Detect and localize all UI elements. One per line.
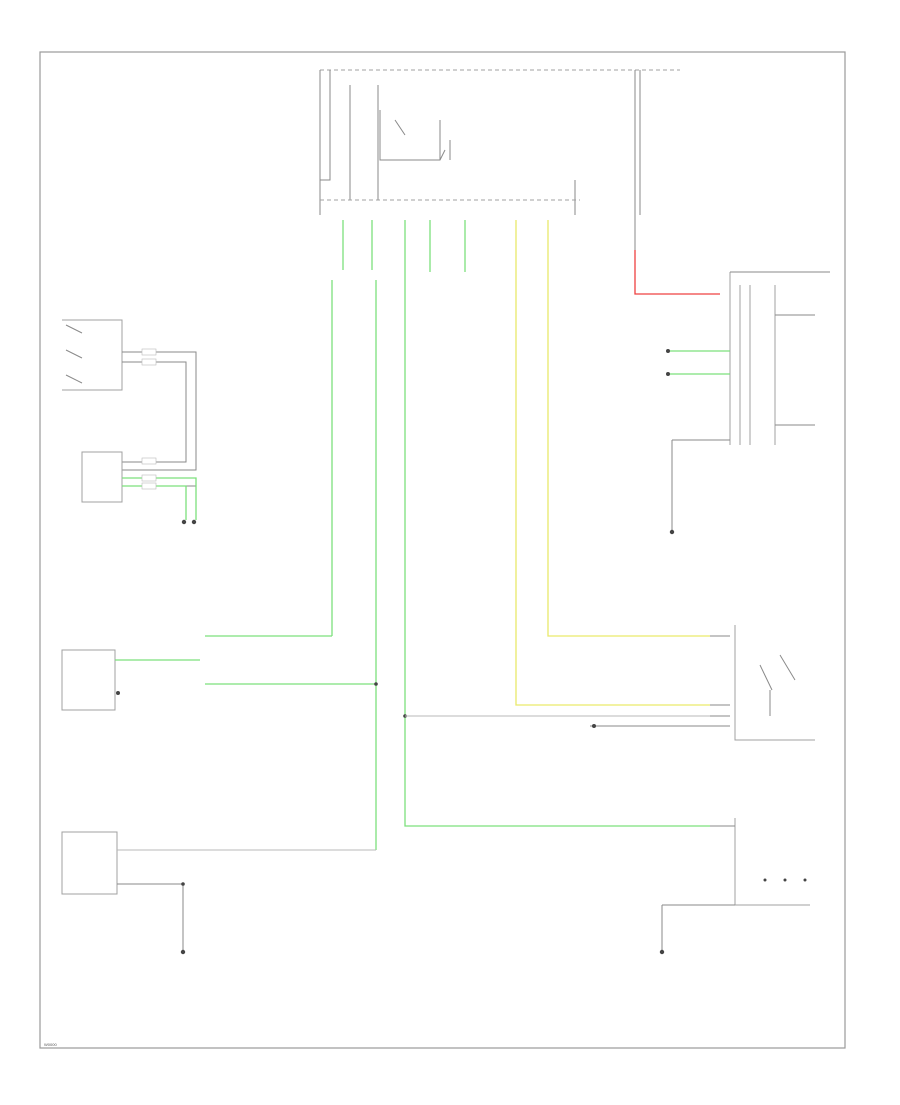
right-cluster-top: [666, 272, 830, 535]
pin-dot: [803, 878, 807, 882]
left-bottom-unit: [61, 831, 376, 955]
combination-switch: [62, 319, 197, 471]
ground-dot: [181, 519, 187, 525]
pin-dot: [783, 878, 787, 882]
connector-dot: [666, 372, 670, 376]
diagram-frame: [39, 51, 846, 1049]
ground-dot: [191, 519, 197, 525]
fuse-box-group: [319, 69, 680, 250]
connector-tag: [141, 348, 157, 356]
right-switch-unit: [590, 625, 815, 741]
right-bottom-unit: [659, 818, 810, 955]
harness-wires: [331, 220, 720, 850]
left-switch-box: [61, 635, 710, 718]
control-unit-box: [81, 451, 123, 503]
bottom-unit-box: [61, 831, 118, 895]
connector-tag: [141, 457, 157, 465]
pin-dot: [763, 878, 767, 882]
footer-code: W0000: [44, 1042, 57, 1047]
splice-dot: [181, 882, 185, 886]
connector-tag: [141, 358, 157, 366]
ground-dot: [180, 949, 186, 955]
connector-tag: [141, 474, 157, 482]
connector-dot: [116, 691, 120, 695]
connector-dot: [666, 349, 670, 353]
connector-tag: [141, 482, 157, 490]
ground-dot: [659, 949, 665, 955]
left-control-unit: [81, 451, 197, 525]
splice-dot: [374, 682, 378, 686]
ground-dot: [669, 529, 675, 535]
ground-dot: [592, 724, 596, 728]
